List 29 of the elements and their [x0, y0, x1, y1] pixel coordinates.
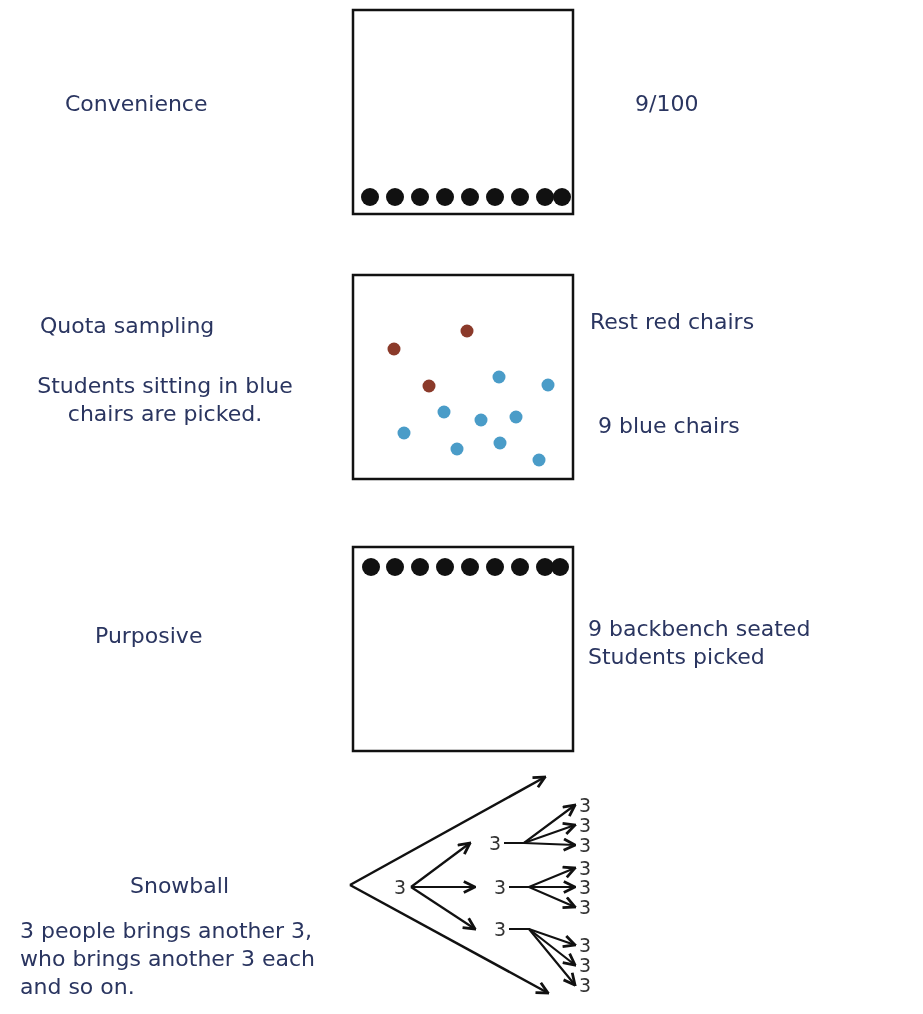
handwritten-note: 3 people brings another 3, who brings another 3 each and so on.: [20, 917, 316, 1001]
arrow: [410, 886, 477, 931]
arrow: [504, 837, 577, 852]
count-label: 3: [578, 795, 592, 815]
count-label: 3: [578, 835, 592, 855]
count-label: 3: [393, 877, 407, 897]
handwritten-note: Convenience: [65, 90, 208, 118]
arrow: [509, 885, 577, 910]
count-label: 3: [578, 935, 592, 955]
handwritten-note: Quota sampling: [40, 312, 215, 340]
handwritten-note: Snowball: [130, 872, 230, 900]
handwritten-note: 9/100: [635, 90, 699, 118]
count-label: 3: [578, 897, 592, 917]
handwritten-note: Purposive: [95, 622, 203, 650]
arrow: [411, 880, 477, 894]
count-label: 3: [578, 955, 592, 975]
handwritten-note: Students sitting in blue chairs are picked.: [36, 372, 294, 428]
arrow: [410, 841, 472, 888]
count-label: 3: [493, 919, 507, 939]
count-label: 3: [488, 833, 502, 853]
handwritten-note: Rest red chairs: [590, 308, 755, 336]
count-label: 3: [493, 877, 507, 897]
count-label: 3: [578, 975, 592, 995]
count-label: 3: [578, 877, 592, 897]
handwritten-note: 9 blue chairs: [598, 412, 740, 440]
handwritten-note: 9 backbench seated Students picked: [588, 615, 812, 671]
arrow: [509, 927, 577, 987]
count-label: 3: [578, 815, 592, 835]
count-label: 3: [578, 858, 592, 878]
